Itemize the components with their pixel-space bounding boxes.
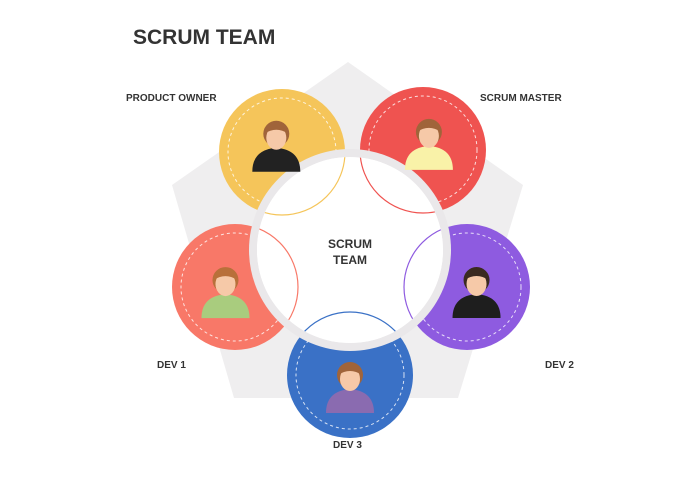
center-label-line1: SCRUM: [328, 237, 372, 251]
label-scrum-master: SCRUM MASTER: [480, 93, 562, 104]
center-label: SCRUM TEAM: [300, 236, 400, 268]
person-avatar-dev-3-icon: [326, 362, 374, 413]
page-title: SCRUM TEAM: [133, 26, 276, 49]
label-dev-1: DEV 1: [157, 360, 186, 371]
label-dev-2: DEV 2: [545, 360, 574, 371]
petal-product-owner: [257, 157, 346, 216]
petal-scrum-master: [359, 157, 443, 214]
person-avatar-dev-2-icon: [452, 267, 501, 319]
label-dev-3: DEV 3: [333, 440, 362, 451]
label-product-owner: PRODUCT OWNER: [126, 93, 217, 104]
center-label-line2: TEAM: [333, 253, 367, 267]
person-avatar-dev-1-icon: [201, 267, 250, 319]
person-avatar-scrum-master-icon: [404, 118, 453, 170]
petal-dev-3: [286, 311, 414, 343]
person-avatar-product-owner-icon: [252, 120, 301, 172]
